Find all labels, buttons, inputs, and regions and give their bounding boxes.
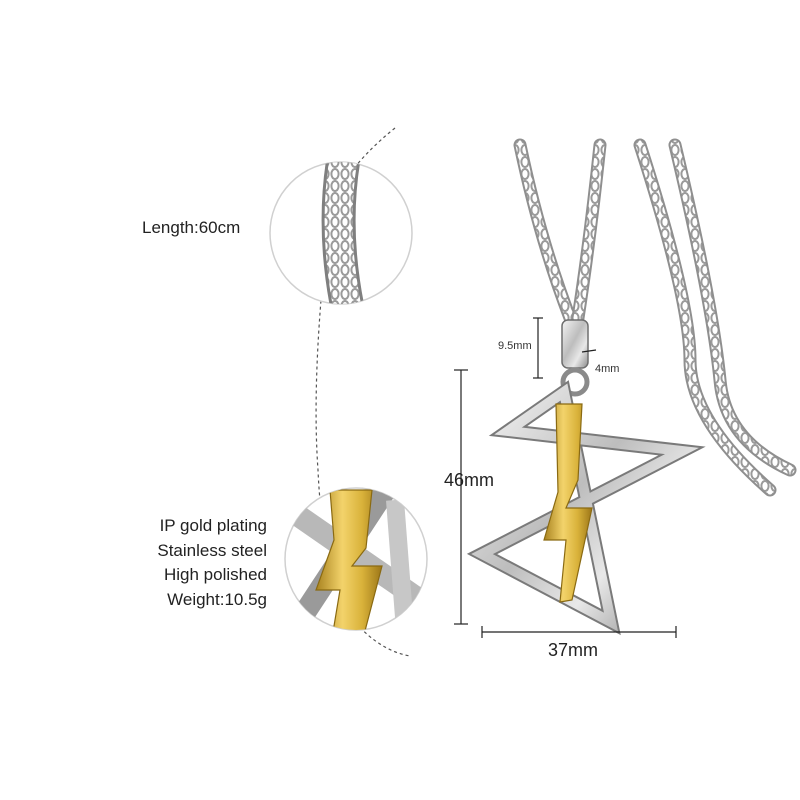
chain-length-label: Length:60cm — [142, 218, 241, 237]
bail-width-label: 4mm — [595, 363, 620, 375]
bolt-detail-circle — [284, 487, 428, 631]
pendant-spec-list: IP gold plating Stainless steel High pol… — [157, 514, 267, 612]
spec-finish: High polished — [163, 565, 267, 584]
chain — [513, 138, 797, 497]
dimension-lines — [454, 317, 677, 638]
pentagram-pendant — [466, 380, 706, 636]
lightning-bolt — [543, 403, 593, 603]
bail — [560, 319, 590, 397]
spec-weight: Weight:10.5g — [167, 589, 267, 609]
bail-height-label: 9.5mm — [498, 340, 532, 352]
spec-plating: IP gold plating — [159, 516, 267, 535]
pendant-width-label: 37mm — [548, 640, 599, 660]
chain-detail-circle — [269, 161, 413, 305]
spec-material: Stainless steel — [157, 540, 267, 560]
pendant-height-label: 46mm — [444, 470, 495, 490]
